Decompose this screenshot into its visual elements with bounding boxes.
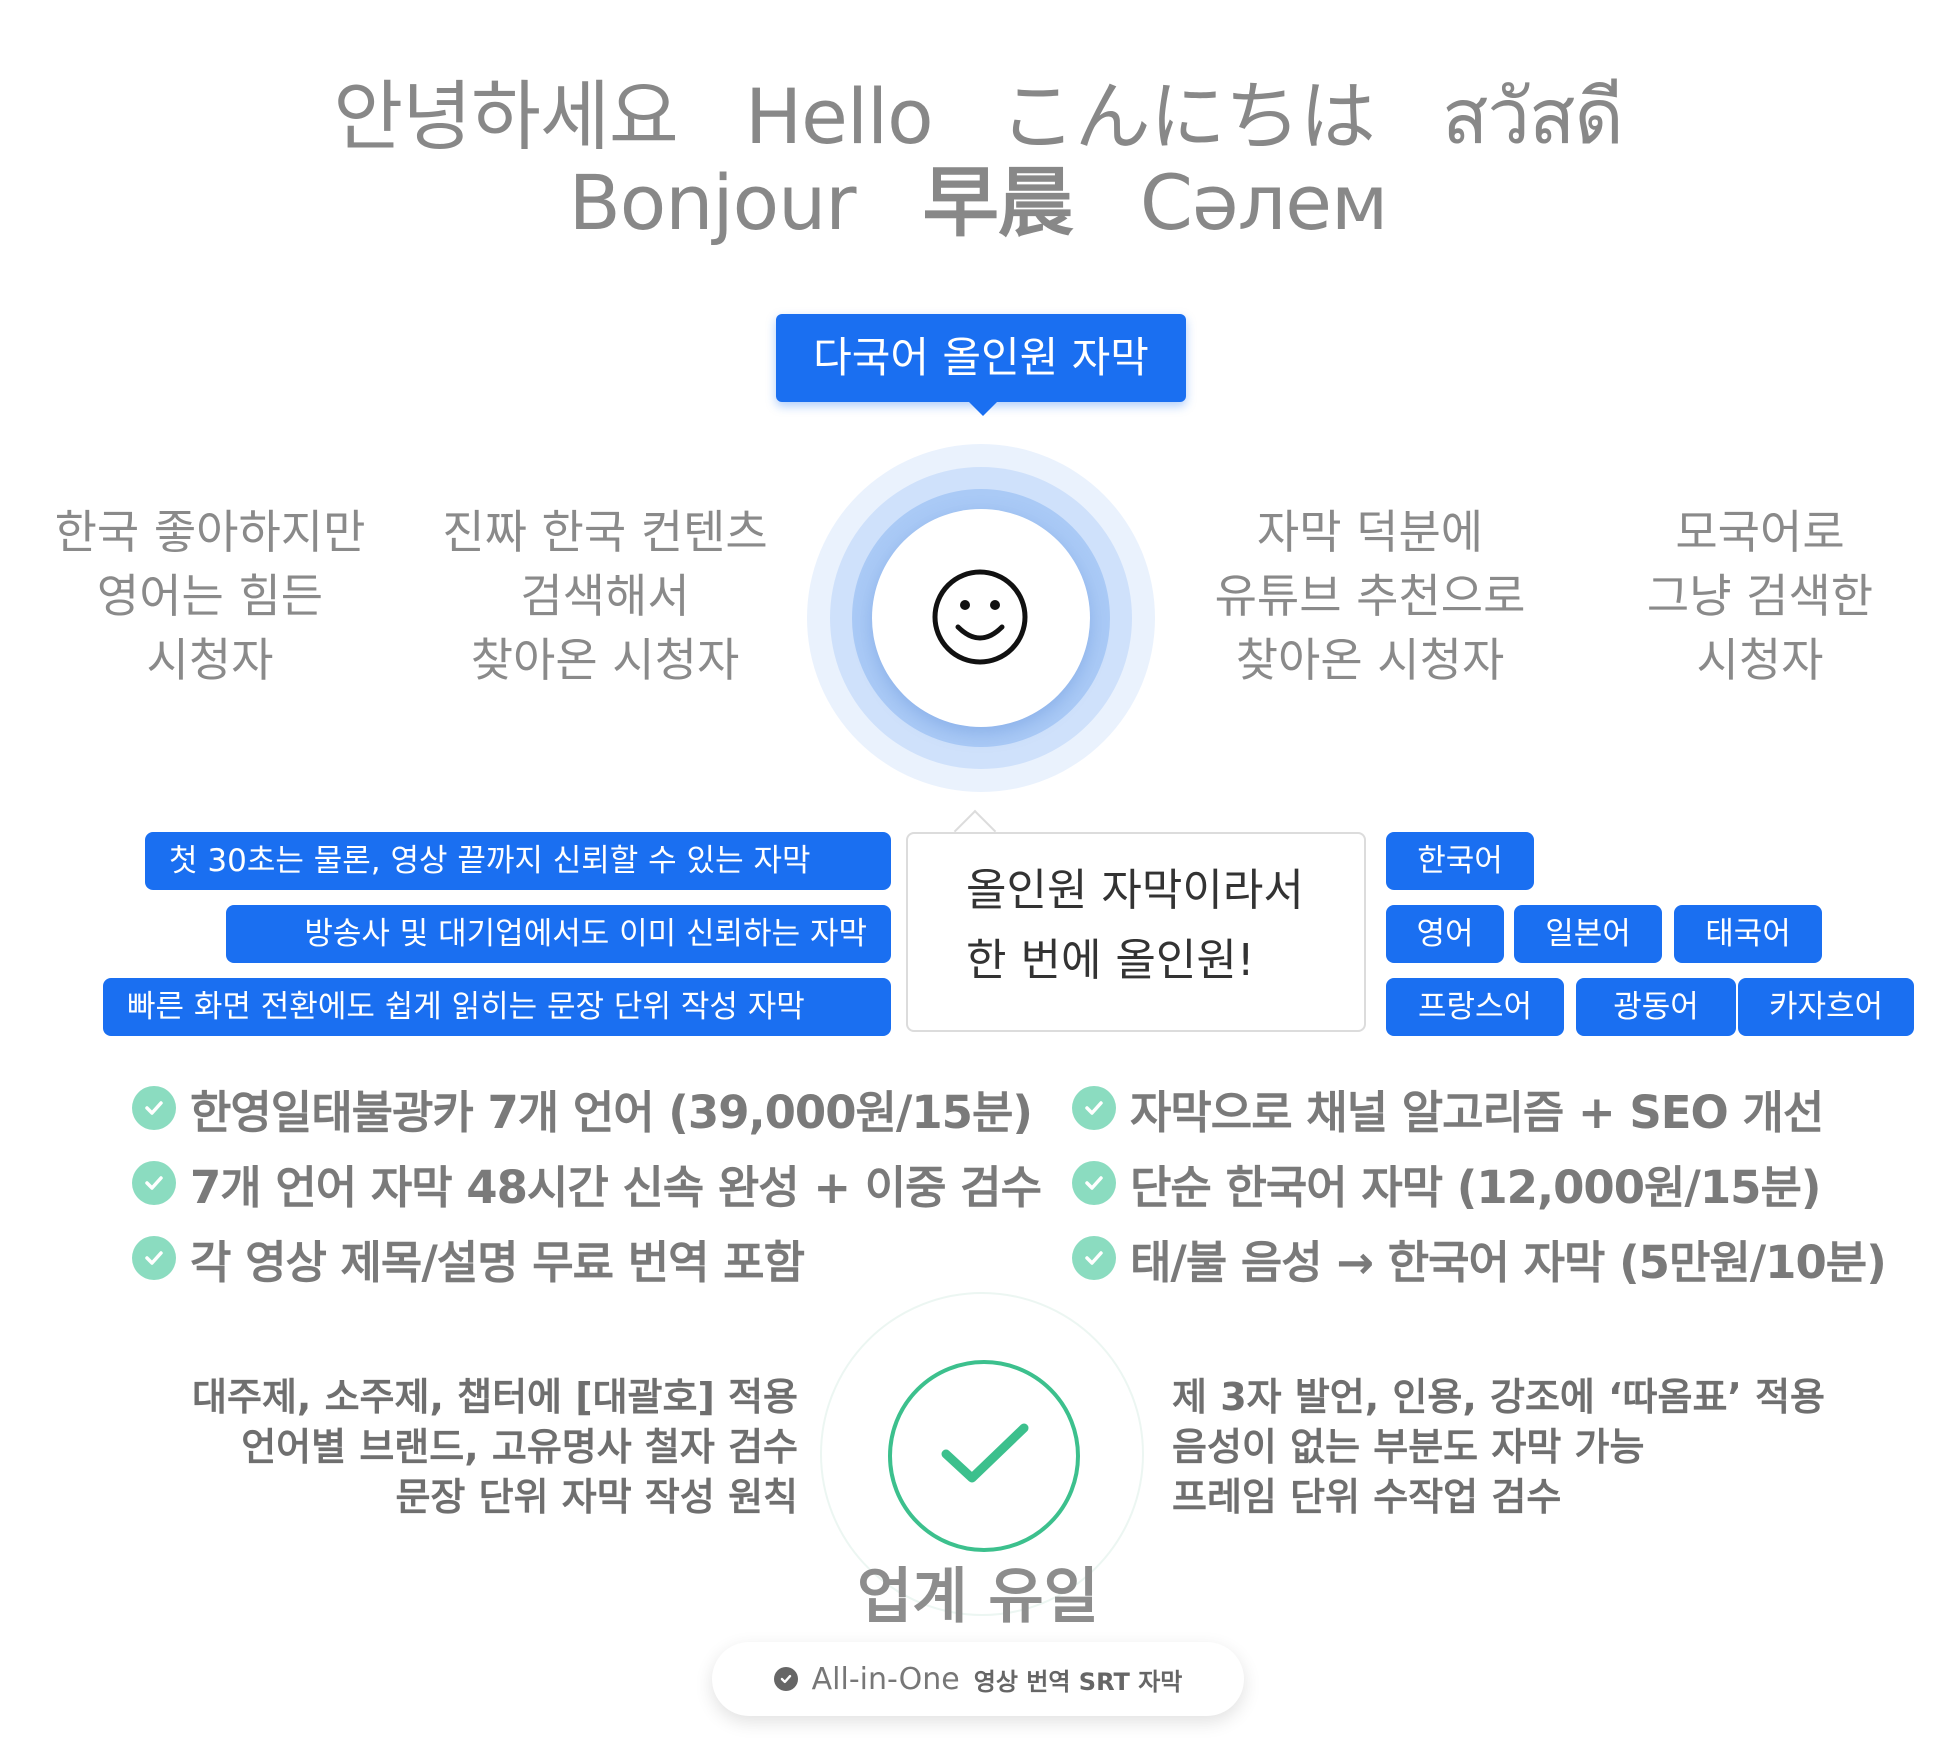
notes-left: 대주제, 소주제, 챕터에 [대괄호] 적용 언어별 브랜드, 고유명사 철자 … <box>192 1372 798 1522</box>
viewer-group-1: 한국 좋아하지만 영어는 힘든 시청자 <box>40 500 380 692</box>
note-line: 프레임 단위 수작업 검수 <box>1172 1475 1562 1519</box>
greeting-thai: สวัสดี <box>1441 72 1624 161</box>
checklist-text: 단순 한국어 자막 (12,000원/15분) <box>1130 1160 1821 1214</box>
feature-pill-broadcaster: 방송사 및 대기업에서도 이미 신뢰하는 자막 <box>226 905 891 963</box>
note-line: 음성이 없는 부분도 자막 가능 <box>1172 1425 1645 1469</box>
viewer-3-line: 찾아온 시청자 <box>1235 633 1505 687</box>
lang-pill-thai: 태국어 <box>1674 905 1822 963</box>
feature-pill-trust: 첫 30초는 물론, 영상 끝까지 신뢰할 수 있는 자막 <box>145 832 891 890</box>
viewer-3-line: 자막 덕분에 <box>1256 505 1484 559</box>
check-circle-icon <box>132 1086 176 1130</box>
checklist-left: 한영일태불광카 7개 언어 (39,000원/15분) 7개 언어 자막 48시… <box>132 1078 1042 1289</box>
viewer-1-line: 영어는 힘든 <box>96 569 324 623</box>
checklist-item: 자막으로 채널 알고리즘 + SEO 개선 <box>1072 1078 1932 1139</box>
checklist-item: 단순 한국어 자막 (12,000원/15분) <box>1072 1153 1932 1214</box>
checklist-text: 태/불 음성 → 한국어 자막 (5만원/10분) <box>1130 1235 1887 1289</box>
smiley-icon <box>932 569 1028 665</box>
greeting-korean: 안녕하세요 <box>333 72 679 161</box>
feature-pill-readable: 빠른 화면 전환에도 쉽게 읽히는 문장 단위 작성 자막 <box>103 978 891 1036</box>
footer-badge: All-in-One 영상 번역 SRT 자막 <box>712 1642 1244 1716</box>
lang-pill-japanese: 일본어 <box>1514 905 1662 963</box>
lang-pill-korean: 한국어 <box>1386 832 1534 890</box>
footer-korean: 영상 번역 SRT 자막 <box>973 1667 1183 1696</box>
checklist-text: 7개 언어 자막 48시간 신속 완성 + 이중 검수 <box>190 1160 1042 1214</box>
check-circle-icon <box>132 1236 176 1280</box>
checklist-item: 한영일태불광카 7개 언어 (39,000원/15분) <box>132 1078 1033 1139</box>
multilingual-badge: 다국어 올인원 자막 <box>776 314 1186 416</box>
greeting-french: Bonjour <box>568 158 857 247</box>
bottom-ring-inner <box>888 1360 1080 1552</box>
note-line: 언어별 브랜드, 고유명사 철자 검수 <box>241 1425 798 1469</box>
check-circle-icon <box>773 1667 798 1691</box>
note-line: 대주제, 소주제, 챕터에 [대괄호] 적용 <box>192 1375 798 1419</box>
greeting-english: Hello <box>744 72 934 161</box>
check-circle-icon <box>1072 1236 1116 1280</box>
card-line-2: 한 번에 올인원! <box>966 935 1255 986</box>
footer-english: All-in-One <box>811 1661 960 1697</box>
viewer-2-line: 찾아온 시청자 <box>470 633 740 687</box>
lang-pill-kazakh: 카자흐어 <box>1738 978 1914 1036</box>
lang-pill-cantonese: 광동어 <box>1576 978 1736 1036</box>
check-circle-icon <box>132 1161 176 1205</box>
card-line-1: 올인원 자막이라서 <box>966 865 1304 916</box>
lang-pill-french: 프랑스어 <box>1386 978 1564 1036</box>
viewer-4-line: 모국어로 <box>1675 505 1845 559</box>
viewer-1-line: 시청자 <box>146 633 274 687</box>
viewer-2-line: 진짜 한국 컨텐츠 <box>442 505 768 559</box>
checklist-text: 자막으로 채널 알고리즘 + SEO 개선 <box>1130 1085 1824 1139</box>
unique-label: 업계 유일 <box>857 1562 1099 1632</box>
viewer-group-3: 자막 덕분에 유튜브 추천으로 찾아온 시청자 <box>1190 500 1550 692</box>
viewer-group-2: 진짜 한국 컨텐츠 검색해서 찾아온 시청자 <box>420 500 790 692</box>
checklist-text: 한영일태불광카 7개 언어 (39,000원/15분) <box>190 1085 1033 1139</box>
checklist-item: 태/불 음성 → 한국어 자막 (5만원/10분) <box>1072 1228 1932 1289</box>
viewer-4-line: 그냥 검색한 <box>1646 569 1874 623</box>
greeting-line-2: Bonjour 早晨 Сәлем <box>0 158 1956 248</box>
viewer-3-line: 유튜브 추천으로 <box>1214 569 1526 623</box>
checklist-right: 자막으로 채널 알고리즘 + SEO 개선 단순 한국어 자막 (12,000원… <box>1072 1078 1932 1289</box>
greeting-cantonese: 早晨 <box>922 158 1074 247</box>
greeting-kazakh: Сәлем <box>1139 158 1388 247</box>
notes-right: 제 3자 발언, 인용, 강조에 ‘따옴표’ 적용 음성이 없는 부분도 자막 … <box>1172 1372 1825 1522</box>
greeting-line-1: 안녕하세요 Hello こんにちは สวัสดี <box>0 72 1956 162</box>
greeting-japanese: こんにちは <box>999 72 1376 161</box>
note-line: 제 3자 발언, 인용, 강조에 ‘따옴표’ 적용 <box>1172 1375 1826 1419</box>
bottom-ring-outer <box>820 1292 1144 1616</box>
viewer-group-4: 모국어로 그냥 검색한 시청자 <box>1600 500 1920 692</box>
viewer-4-line: 시청자 <box>1696 633 1824 687</box>
check-circle-icon <box>1072 1161 1116 1205</box>
viewer-2-line: 검색해서 <box>520 569 690 623</box>
viewer-1-line: 한국 좋아하지만 <box>54 505 366 559</box>
checklist-item: 7개 언어 자막 48시간 신속 완성 + 이중 검수 <box>132 1153 1042 1214</box>
checkmark-icon <box>941 1423 1029 1483</box>
checklist-text: 각 영상 제목/설명 무료 번역 포함 <box>190 1235 805 1289</box>
all-in-one-card: 올인원 자막이라서 한 번에 올인원! <box>906 832 1366 1032</box>
smiley-circle <box>872 509 1090 727</box>
lang-pill-english: 영어 <box>1386 905 1504 963</box>
note-line: 문장 단위 자막 작성 원칙 <box>395 1475 798 1519</box>
checklist-item: 각 영상 제목/설명 무료 번역 포함 <box>132 1228 1032 1289</box>
check-circle-icon <box>1072 1086 1116 1130</box>
